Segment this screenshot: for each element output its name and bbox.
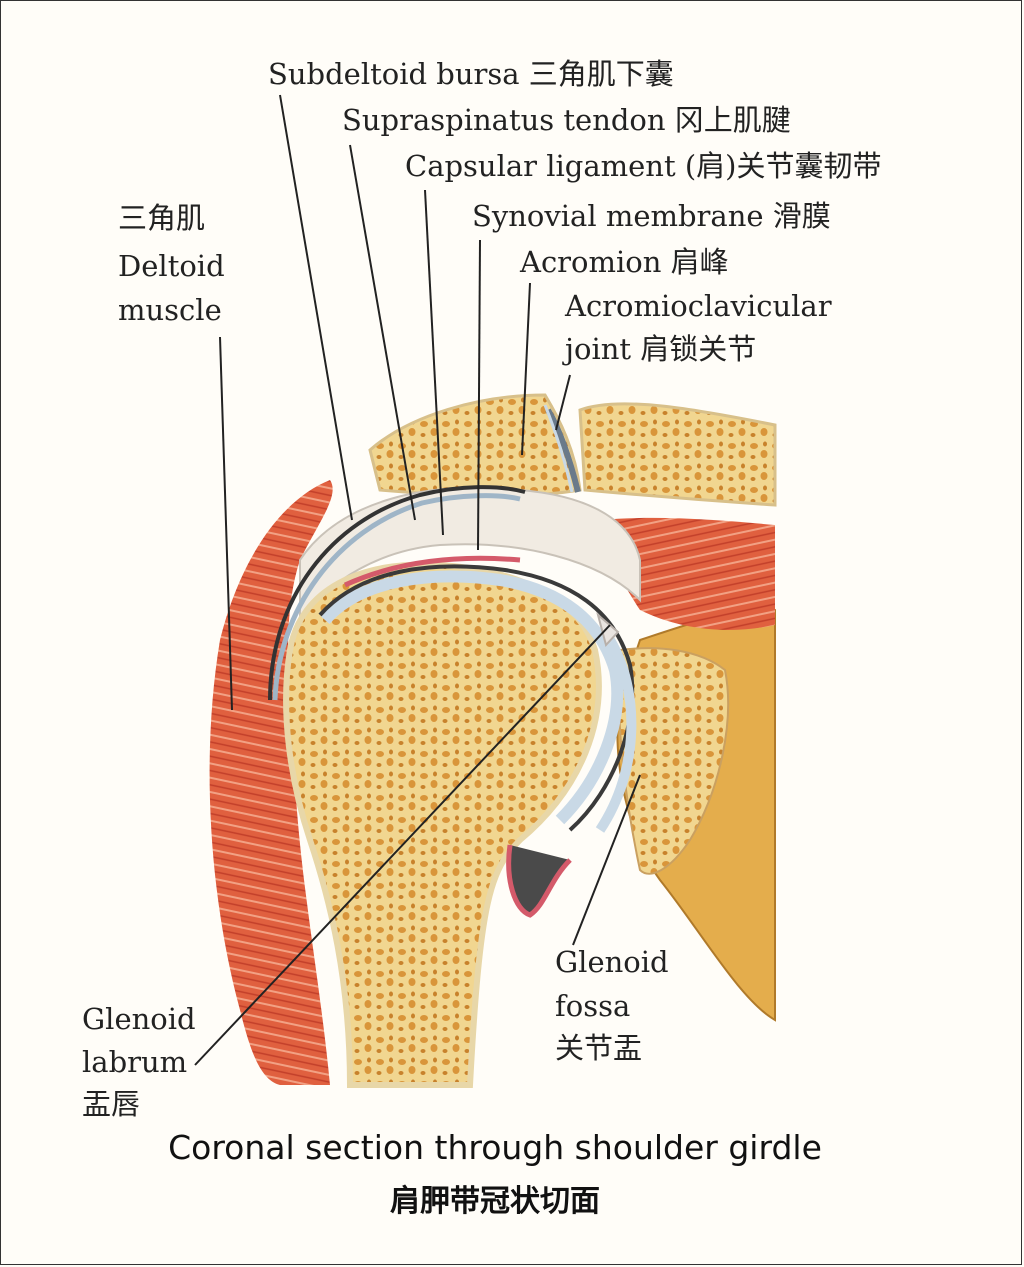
label-synovial-membrane: Synovial membrane 滑膜 [472, 199, 831, 233]
supraspinatus-muscle [600, 517, 775, 630]
label-acromion: Acromion 肩峰 [520, 245, 729, 279]
acromioclavicular-joint-space [545, 408, 581, 493]
leader-subdeltoid-bursa [279, 94, 353, 521]
label-deltoid-en1: Deltoid [118, 249, 225, 283]
label-glenoid-labrum-zh: 盂唇 [82, 1087, 141, 1121]
label-glenoid-labrum-en1: Glenoid [82, 1002, 196, 1036]
leader-deltoid [219, 336, 233, 711]
label-capsular-ligament: Capsular ligament (肩)关节囊韧带 [405, 149, 882, 183]
clavicle-bone [578, 402, 777, 507]
glenoid-labrum-shape [596, 612, 620, 648]
label-deltoid-en2: muscle [118, 293, 222, 327]
label-acromioclavicular-line1: Acromioclavicular [565, 289, 832, 323]
leader-synovial-membrane [477, 239, 481, 551]
leader-glenoid-labrum [194, 624, 611, 1066]
leader-glenoid-fossa [572, 774, 641, 946]
synovial-membrane [343, 555, 521, 588]
leader-supraspinatus-tendon [349, 144, 416, 521]
articular-cartilage [320, 570, 624, 825]
label-acromioclavicular-line2: joint 肩锁关节 [565, 332, 757, 366]
label-subdeltoid-bursa: Subdeltoid bursa 三角肌下囊 [268, 57, 674, 91]
leader-acromioclavicular [555, 374, 571, 431]
caption-english: Coronal section through shoulder girdle [168, 1128, 822, 1167]
label-glenoid-fossa-en1: Glenoid [555, 945, 669, 979]
acromioclavicular-disc [543, 404, 574, 493]
label-supraspinatus-tendon: Supraspinatus tendon 冈上肌腱 [342, 103, 791, 137]
caption-chinese: 肩胛带冠状切面 [390, 1184, 600, 1219]
leader-lines [194, 94, 641, 1066]
deltoid-muscle [209, 480, 333, 1085]
label-glenoid-labrum-en2: labrum [82, 1045, 188, 1079]
glenoid-cartilage [595, 637, 637, 833]
leader-acromion [521, 282, 531, 456]
label-glenoid-fossa-en2: fossa [555, 989, 631, 1023]
humerus-bone [283, 561, 602, 1088]
inferior-recess [506, 844, 572, 918]
label-glenoid-fossa-zh: 关节盂 [555, 1031, 643, 1065]
subdeltoid-bursa-space [272, 493, 521, 701]
label-deltoid-zh: 三角肌 [118, 201, 206, 235]
subdeltoid-bursa-outline [268, 485, 526, 701]
leader-capsular-ligament [424, 189, 444, 536]
joint-cavity [318, 564, 635, 832]
